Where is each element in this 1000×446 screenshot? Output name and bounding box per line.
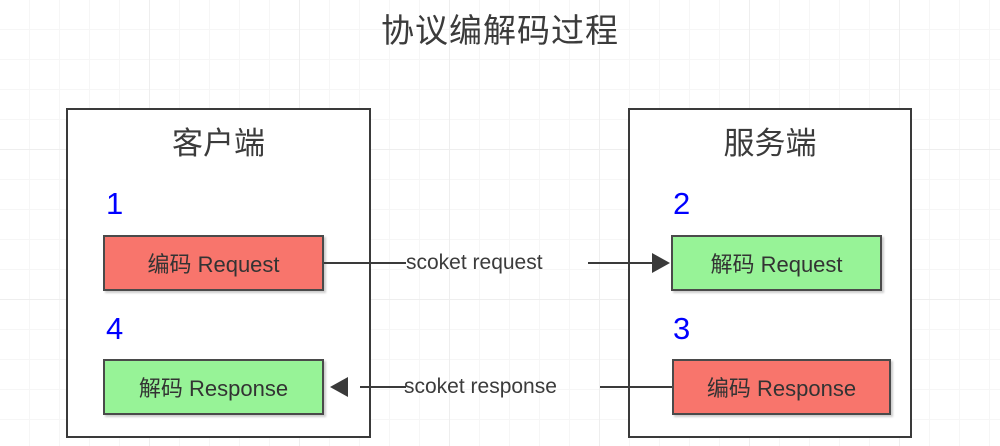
node-encode-response-label: 编码 Response (706, 376, 857, 401)
response-connector-line-right (600, 386, 672, 388)
server-container-title: 服务端 (723, 126, 817, 161)
step-number-3: 3 (673, 311, 691, 346)
response-connector-line-left (360, 386, 406, 388)
client-container-title: 客户端 (172, 126, 265, 161)
request-connector-line-right (588, 262, 654, 264)
node-decode-response[interactable]: 解码 Response (103, 359, 324, 415)
step-number-2: 2 (673, 186, 691, 221)
node-encode-request-label: 编码 Request (147, 252, 280, 277)
node-decode-request[interactable]: 解码 Request (671, 235, 882, 291)
request-connector-line-left (324, 262, 406, 264)
node-encode-response[interactable]: 编码 Response (672, 359, 891, 415)
node-decode-request-label: 解码 Request (710, 252, 843, 277)
step-number-1: 1 (106, 186, 124, 221)
response-arrow-head-icon (330, 377, 348, 397)
request-connector-label: scoket request (406, 251, 543, 274)
node-decode-response-label: 解码 Response (138, 376, 289, 401)
response-connector-label: scoket response (404, 375, 557, 398)
node-encode-request[interactable]: 编码 Request (103, 235, 324, 291)
page-title: 协议编解码过程 (381, 12, 619, 49)
step-number-4: 4 (106, 311, 124, 346)
request-arrow-head-icon (652, 253, 670, 273)
